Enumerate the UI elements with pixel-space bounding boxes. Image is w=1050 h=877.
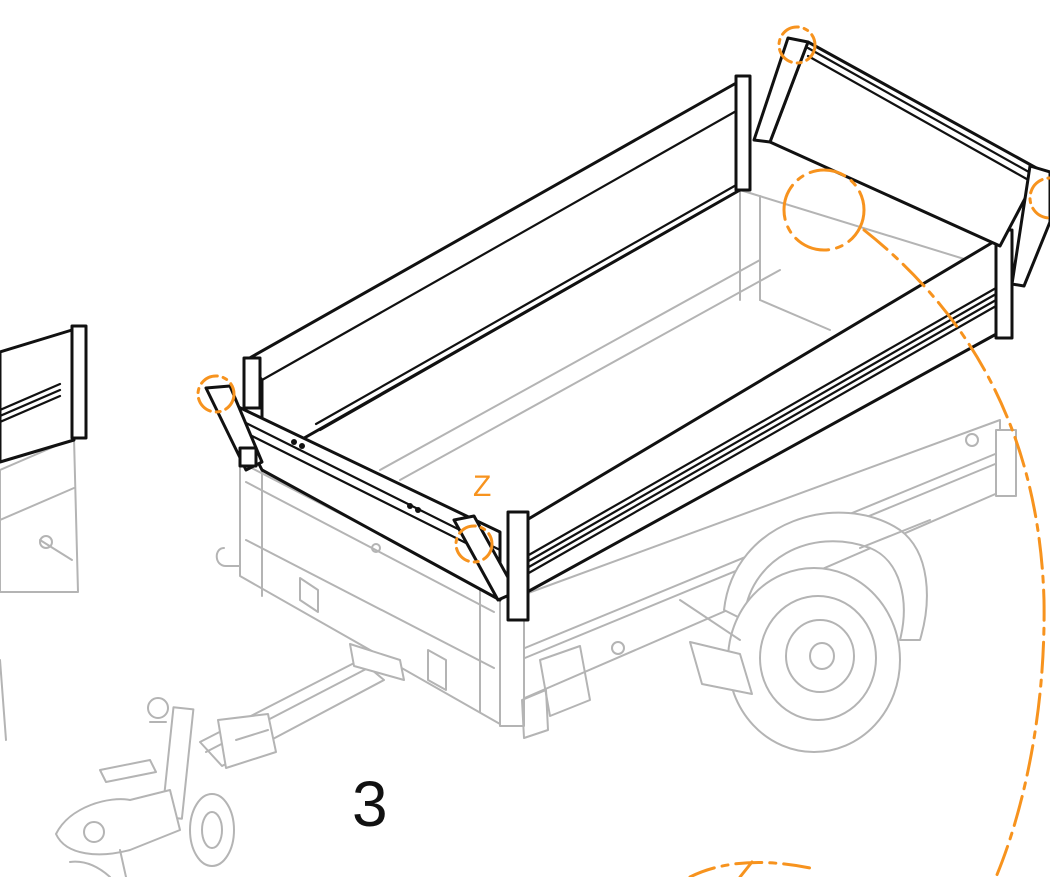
highlight-markers <box>196 25 1050 877</box>
right-side-board <box>506 228 1014 622</box>
drawbar-assembly <box>55 643 405 877</box>
previous-trailer-partial <box>0 324 88 741</box>
back-side-board <box>242 74 752 464</box>
wheel-assembly <box>521 511 931 753</box>
front-board <box>204 384 518 602</box>
detail-label-z: Z <box>473 470 492 503</box>
rear-board <box>752 36 1050 288</box>
step-number: 3 <box>352 768 388 840</box>
